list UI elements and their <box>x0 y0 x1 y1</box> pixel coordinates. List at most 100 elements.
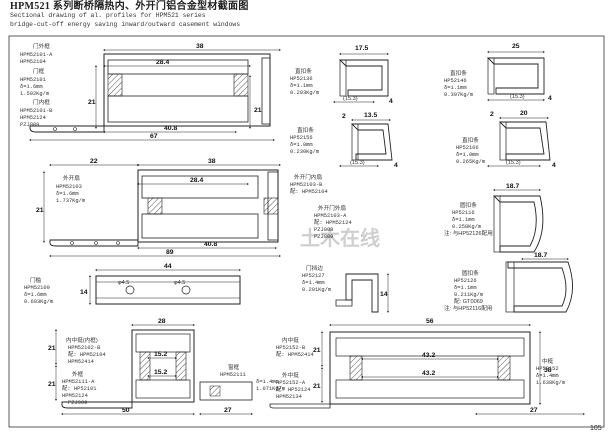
label-text: HPM52124 <box>62 393 88 399</box>
label-text: HPM52134 <box>276 394 302 400</box>
label-text: 配: HP52101 <box>62 385 97 392</box>
label-text: δ=1.1mm <box>452 217 475 223</box>
label-text: δ=1.4mm <box>302 280 325 286</box>
label-text: δ=1.4mm <box>536 373 559 379</box>
label-text: HPM52111-A <box>62 379 95 385</box>
label-text: 圆扣条 <box>460 201 477 209</box>
dim-text: 21 <box>88 99 96 106</box>
dim-text: 50 <box>122 407 130 414</box>
label-text: HP52126 <box>454 278 477 284</box>
label-text: HPM52111 <box>220 372 246 378</box>
dim-text: (15.3) <box>350 160 365 166</box>
door-leaf-labels: 外开扇 HPM52103 δ=1.6mm 1.737Kg/m 外开门内扇 HPM… <box>56 173 352 240</box>
label-text: HPM52101 <box>20 77 46 83</box>
label-text: HPM52103-B <box>290 182 323 188</box>
label-text: 内中挺(内框) <box>66 336 98 344</box>
label-text: HP52156 <box>290 135 313 141</box>
drawing-border <box>8 35 605 428</box>
label-text: HP52152-B <box>276 345 306 351</box>
dim-text: 13.5 <box>364 112 377 119</box>
label-text: PZJ008 <box>314 227 333 233</box>
label-text: 0.230Kg/m <box>290 149 319 155</box>
label-text: 直扣条 <box>462 136 479 144</box>
mullion-small-labels: 内中挺(内框) HPM52102-B 配: HPM52104 HPM52414 … <box>62 336 285 406</box>
label-text: 0.203Kg/m <box>290 90 319 96</box>
label-text: 0.211Kg/m <box>454 292 483 298</box>
drawing-subtitle-2: bridge-cut-off energy saving inward/outw… <box>10 21 241 28</box>
label-text: HP52136 <box>290 76 313 82</box>
dim-text: 2 <box>342 113 346 120</box>
label-text: 外框 <box>72 370 84 378</box>
label-text: HP52127 <box>302 273 325 279</box>
dim-text: φ4.5 <box>118 280 129 286</box>
label-text: 1.071Kg/m <box>256 386 285 392</box>
mullion-large-profile: 56 43.2 43.2 27 21 21 38 <box>269 318 585 415</box>
round-bead-2-profile: 18.7 圆扣条 HP52126 δ=1.1mm 0.211Kg/m 配: GT… <box>444 252 573 313</box>
dim-text: 28.4 <box>156 59 169 66</box>
label-text: δ=1.1mm <box>454 285 477 291</box>
dim-text: 38 <box>196 43 204 50</box>
label-text: 0.307Kg/m <box>444 92 473 98</box>
bead-3-profile: 2 13.5 (15.3) 4 直扣条 HP52156 δ=1.0mm 0.23… <box>290 112 398 169</box>
label-text: HP52166 <box>456 145 479 151</box>
label-text: HPM52104 <box>20 59 46 65</box>
label-text: HPM52102-B <box>68 345 101 351</box>
bead-2-profile: 25 (15.3) 4 直扣条 HP52146 δ=1.1mm 0.307Kg/… <box>444 43 552 102</box>
drawing-title: HPM521 系列断桥隔热内、外开门铝合金型材截面图 <box>10 1 249 12</box>
dim-text: 43.2 <box>422 370 435 377</box>
dim-text: 14 <box>380 291 388 298</box>
label-text: 中梃 <box>542 357 554 365</box>
label-text: δ=1.6mm <box>56 191 79 197</box>
drawing-subtitle: Sectional drawing of al. profiles for HP… <box>10 12 206 19</box>
label-text: HPM52103-A <box>314 213 347 219</box>
bead-1-profile: 17.5 (15.3) 4 直扣条 HP52136 δ=1.1mm 0.203K… <box>290 45 393 105</box>
dim-text: 21 <box>36 207 44 214</box>
round-bead-1-profile: 18.7 圆扣条 HP52116 δ=1.1mm 0.258Kg/m 注: 与H… <box>444 183 544 253</box>
label-text: 配: HPM52414 <box>276 351 314 358</box>
label-text: 外中挺 <box>282 371 299 379</box>
label-text: 1.737Kg/m <box>56 198 85 204</box>
label-text: 门外框 <box>33 42 50 50</box>
label-text: 0.265Kg/m <box>456 159 485 165</box>
dim-text: 4 <box>552 162 556 169</box>
label-text: HP52152 <box>536 366 559 372</box>
label-text: HPM52101-B <box>20 108 53 114</box>
door-sash-labels: 门外框 HPM52101-A HPM52104 门框 HPM52101 δ=1.… <box>20 42 53 128</box>
dim-text: 4 <box>394 162 398 169</box>
dim-text: 43.2 <box>422 352 435 359</box>
dim-text: 4 <box>548 95 552 102</box>
label-text: 外开门内扇 <box>294 173 322 181</box>
label-text: HPM52124 <box>20 115 46 121</box>
door-leaf-profile: 22 38 28.4 40.8 89 21 <box>36 158 281 257</box>
dim-text: 56 <box>426 318 434 325</box>
label-text: HP52116 <box>452 210 475 216</box>
label-text: 圆扣条 <box>462 269 479 277</box>
label-text: δ=1.6mm <box>24 292 47 298</box>
dim-text: φ4.5 <box>174 280 185 286</box>
dim-text: (15.3) <box>506 160 521 166</box>
label-text: 配: GT0069 <box>454 298 483 305</box>
dim-text: 17.5 <box>355 45 368 52</box>
label-text: 1.638Kg/m <box>536 380 565 386</box>
label-text: 门内框 <box>33 98 50 106</box>
dim-text: 14 <box>80 289 88 296</box>
label-text: 配: HPM52124 <box>314 219 352 226</box>
label-text: 0.201Kg/m <box>302 287 331 293</box>
label-text: PZJ009 <box>68 400 87 406</box>
dim-text: 21 <box>313 347 321 354</box>
dim-text: (15.3) <box>510 94 525 100</box>
dim-text: 40.8 <box>164 125 177 132</box>
dim-text: 15.2 <box>154 351 167 358</box>
dim-text: 67 <box>150 133 158 140</box>
label-text: 直扣条 <box>295 67 312 75</box>
bead-4-profile: 2 20 (15.3) 4 直扣条 HP52166 δ=1.0mm 0.265K… <box>456 110 556 169</box>
dim-text: 44 <box>164 263 172 270</box>
label-text: 直扣条 <box>450 69 467 77</box>
dim-text: 21 <box>313 383 321 390</box>
dim-text: 40.8 <box>204 241 217 248</box>
dim-text: 27 <box>530 407 538 414</box>
label-text: HPM52101-A <box>20 52 53 58</box>
label-text: 配: HPM52104 <box>290 188 328 195</box>
